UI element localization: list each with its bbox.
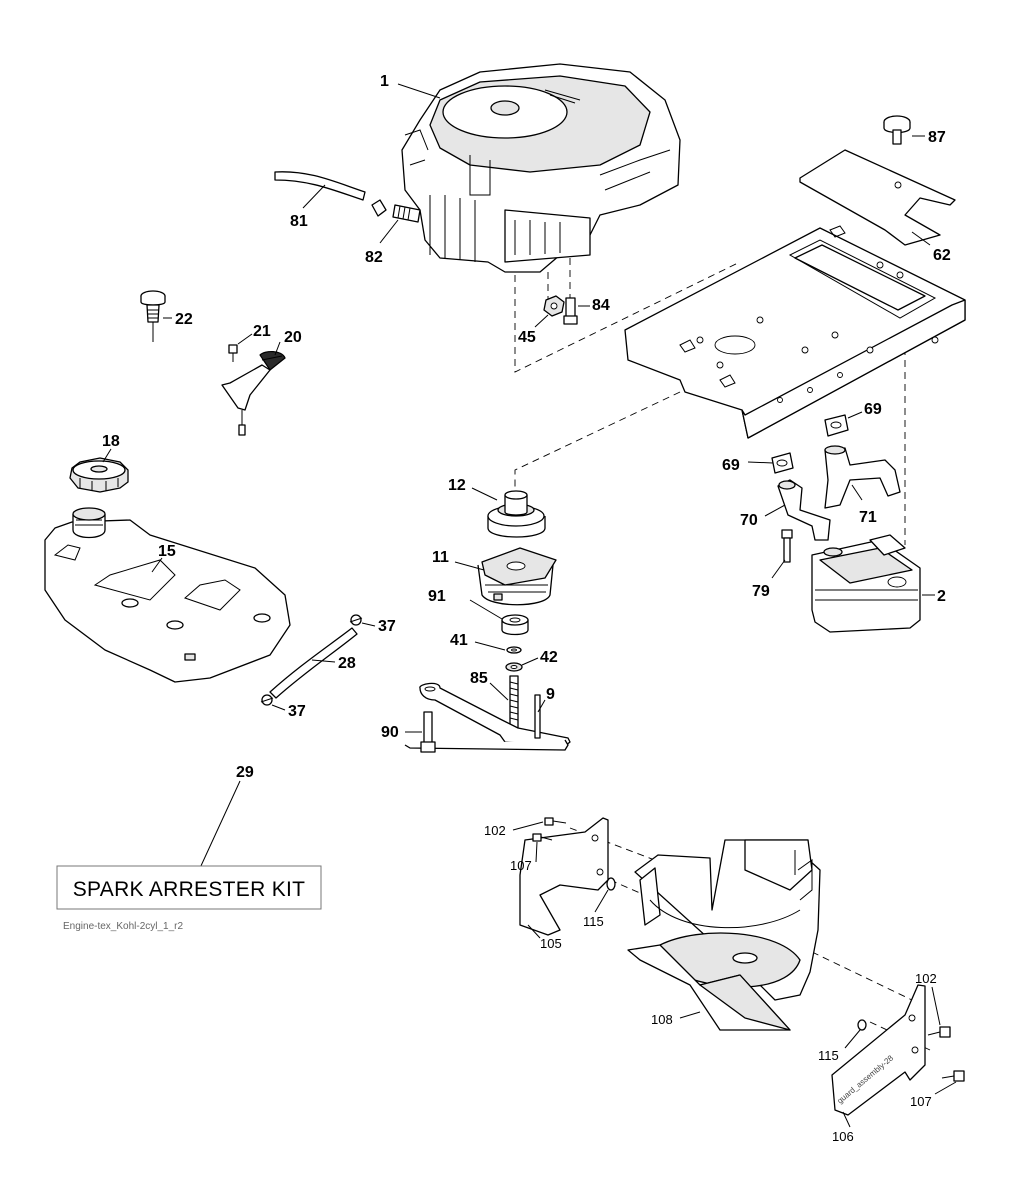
washer-41 [506, 646, 522, 654]
washer-115-left [606, 877, 616, 891]
bolt-90 [420, 711, 436, 753]
screw-21 [228, 344, 238, 362]
bolt-107-left [532, 833, 553, 842]
callout-105: 105 [540, 936, 562, 951]
callout-71: 71 [859, 509, 877, 526]
file-name-label: Engine-tex_Kohl-2cyl_1_r2 [63, 921, 184, 932]
gasket-69-right [824, 414, 849, 437]
washer-42 [505, 662, 523, 672]
fuel-hose-28 [269, 627, 358, 699]
hose-clamp-37-bottom [260, 694, 274, 706]
engine-frame-plate [624, 225, 966, 439]
callout-82: 82 [365, 249, 383, 266]
callout-45: 45 [518, 329, 536, 346]
callout-11: 11 [432, 549, 449, 566]
bolt-102-left [544, 817, 567, 826]
engine [401, 63, 681, 273]
bolt-107-right [941, 1070, 965, 1082]
hose-clamp-37-top [349, 614, 363, 626]
callout-84: 84 [592, 297, 610, 314]
callout-18: 18 [102, 433, 120, 450]
bolt-84 [563, 297, 578, 325]
bolt-102-right [927, 1026, 951, 1038]
callout-115-right: 115 [818, 1048, 839, 1063]
callout-62: 62 [933, 247, 951, 264]
spark-arrester-kit-label: SPARK ARRESTER KIT [73, 878, 306, 901]
callout-22: 22 [175, 311, 193, 328]
bolt-79 [781, 529, 793, 563]
callout-1: 1 [380, 73, 389, 90]
fuel-fitting-82 [371, 199, 421, 223]
fuel-shutoff-22 [140, 290, 166, 342]
knob-87 [883, 115, 911, 145]
fuel-cap-18 [69, 457, 129, 493]
callout-115-left: 115 [583, 914, 604, 929]
muffler-2 [811, 534, 921, 633]
callout-108: 108 [651, 1012, 673, 1027]
spacer-91 [501, 614, 529, 636]
heat-shield-62 [799, 149, 956, 246]
spark-arrester-kit-box [56, 865, 322, 910]
discharge-chute-108 [627, 944, 791, 1031]
callout-69-right: 69 [864, 401, 882, 418]
gasket-69-left [771, 452, 794, 474]
pulley-12 [487, 490, 546, 538]
callout-79: 79 [752, 583, 770, 600]
callout-87: 87 [928, 129, 946, 146]
bracket-9 [404, 682, 571, 751]
callout-106: 106 [832, 1129, 854, 1144]
callout-69-left: 69 [722, 457, 740, 474]
callout-41: 41 [450, 632, 468, 649]
callout-28: 28 [338, 655, 356, 672]
callout-102-left: 102 [484, 823, 506, 838]
callout-15: 15 [158, 543, 176, 560]
callout-70: 70 [740, 512, 758, 529]
callout-37-bottom: 37 [288, 703, 306, 720]
callout-42: 42 [540, 649, 558, 666]
electric-clutch-11 [477, 547, 557, 606]
callout-90: 90 [381, 724, 399, 741]
guard-panel-105 [519, 817, 609, 936]
callout-2: 2 [937, 588, 946, 605]
fuel-tank-15 [44, 507, 291, 683]
callout-91: 91 [428, 588, 446, 605]
callout-107-right: 107 [910, 1094, 932, 1109]
callout-29: 29 [236, 764, 254, 781]
callout-20: 20 [284, 329, 302, 346]
exhaust-pipe-71 [824, 445, 901, 509]
callout-21: 21 [253, 323, 271, 340]
washer-115-right [857, 1019, 867, 1031]
callout-9: 9 [546, 686, 555, 703]
throttle-assembly-20 [221, 351, 286, 436]
callout-107-left: 107 [510, 858, 532, 873]
nut-45 [543, 295, 565, 317]
blower-housing [634, 839, 821, 1001]
callout-85: 85 [470, 670, 488, 687]
fuel-line-81 [274, 171, 366, 201]
callout-102-right: 102 [915, 971, 937, 986]
callout-81: 81 [290, 213, 308, 230]
callout-37-top: 37 [378, 618, 396, 635]
callout-12: 12 [448, 477, 466, 494]
exhaust-pipe-70 [777, 479, 831, 541]
